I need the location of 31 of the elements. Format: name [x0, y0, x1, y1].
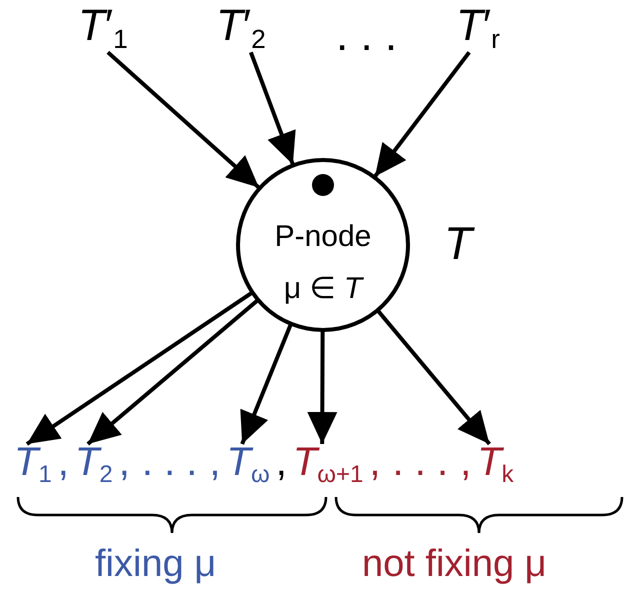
tree-label: T′$_{1}$: [78, 4, 128, 52]
tree-name: T: [444, 220, 472, 266]
comma: ,: [118, 442, 130, 482]
tree-label: T′$_{2}$: [216, 4, 266, 52]
ellipsis: . . .: [142, 442, 198, 482]
p-node-circle: [236, 158, 410, 332]
comma: ,: [209, 442, 221, 482]
group-label: fixing μ: [95, 545, 216, 583]
ellipsis: . . .: [392, 442, 448, 482]
tree-label: T′$_{r}$: [456, 4, 500, 52]
arrow: [249, 52, 296, 166]
comma: ,: [276, 442, 287, 482]
arrow: [240, 324, 292, 445]
node-formula: μ ∈ T: [282, 274, 365, 304]
group-label: not fixing μ: [362, 545, 547, 583]
comma: ,: [369, 442, 381, 482]
ellipsis: . . .: [336, 14, 398, 58]
arrow: [106, 50, 260, 190]
subtree-label: T$_{ω}$: [226, 442, 270, 488]
arrow: [373, 51, 471, 178]
arrow: [307, 331, 338, 444]
comma: ,: [58, 442, 69, 482]
node-title: P-node: [274, 222, 372, 252]
arrow: [26, 291, 253, 446]
comma: ,: [460, 442, 472, 482]
subtree-label: T$_{k}$: [477, 442, 514, 488]
subtree-label: T$_{1}$: [14, 442, 52, 488]
subtree-label: T$_{ω+1}$: [292, 442, 364, 488]
arrow: [376, 310, 491, 446]
arrow: [86, 299, 259, 446]
subtree-label: T$_{2}$: [74, 442, 113, 488]
